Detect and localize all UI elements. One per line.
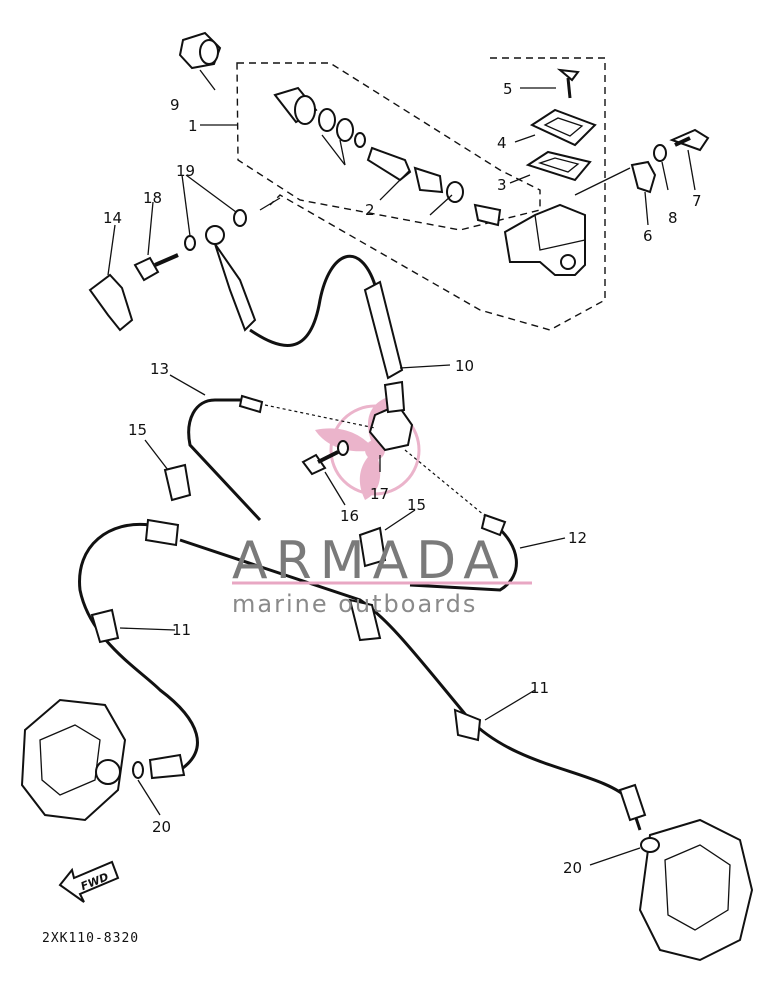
caliper-right [638,818,754,962]
watermark-subtitle: marine outboards [232,590,477,618]
callout-2: 2 [365,201,375,219]
callout-14: 14 [103,209,122,227]
lever-part-14 [88,273,134,332]
bolt-part-7 [669,128,710,152]
clip-part-15-left [163,463,192,502]
upper-hose-path [249,254,377,347]
caliper-left [20,698,127,822]
boot-part-9 [178,31,222,70]
callout-6: 6 [643,227,653,245]
kit-boundary-1 [236,62,541,231]
bolt-part-16 [301,440,349,476]
callout-18: 18 [143,189,162,207]
callout-15-center: 15 [407,496,426,514]
diaphragm-part-3 [525,150,592,182]
diagram-code: 2XK110-8320 [42,931,139,946]
callout-1: 1 [188,117,198,135]
banjo-fitting-upper [205,225,257,332]
callout-16: 16 [340,507,359,525]
pipe-part-13 [187,398,262,522]
lower-hose-left [78,522,199,772]
callout-7: 7 [692,192,702,210]
callout-3: 3 [497,176,507,194]
callout-19: 19 [176,162,195,180]
callout-5: 5 [503,80,513,98]
callout-17: 17 [370,485,389,503]
watermark-title: ARMADA [232,531,507,591]
callout-20-right: 20 [563,859,582,877]
bolt-part-18 [133,253,179,282]
clamp-part-6 [630,160,657,194]
callout-9: 9 [170,96,180,114]
callout-11-left: 11 [172,621,191,639]
kit-boundary-body [269,57,606,331]
callout-15-left: 15 [128,421,147,439]
callout-8: 8 [668,209,678,227]
screw-part-5 [556,68,580,99]
callout-20-left: 20 [152,818,171,836]
callout-10: 10 [455,357,474,375]
joint-block-part-17 [368,380,414,452]
callout-11-right: 11 [530,679,549,697]
callout-12: 12 [568,529,587,547]
hose-part-10 [363,280,404,380]
clip-part-15-center [358,526,387,568]
pipe-part-12 [409,523,518,592]
piston-kit-part-1 [273,86,464,203]
washer-part-20-right [640,837,660,853]
washer-part-8 [653,144,667,162]
callout-13: 13 [150,360,169,378]
washer-part-20-left [132,761,144,779]
forward-arrow-icon: FWD [58,860,120,903]
cap-part-4 [529,108,597,147]
callout-4: 4 [497,134,507,152]
master-cylinder-body [473,203,586,276]
